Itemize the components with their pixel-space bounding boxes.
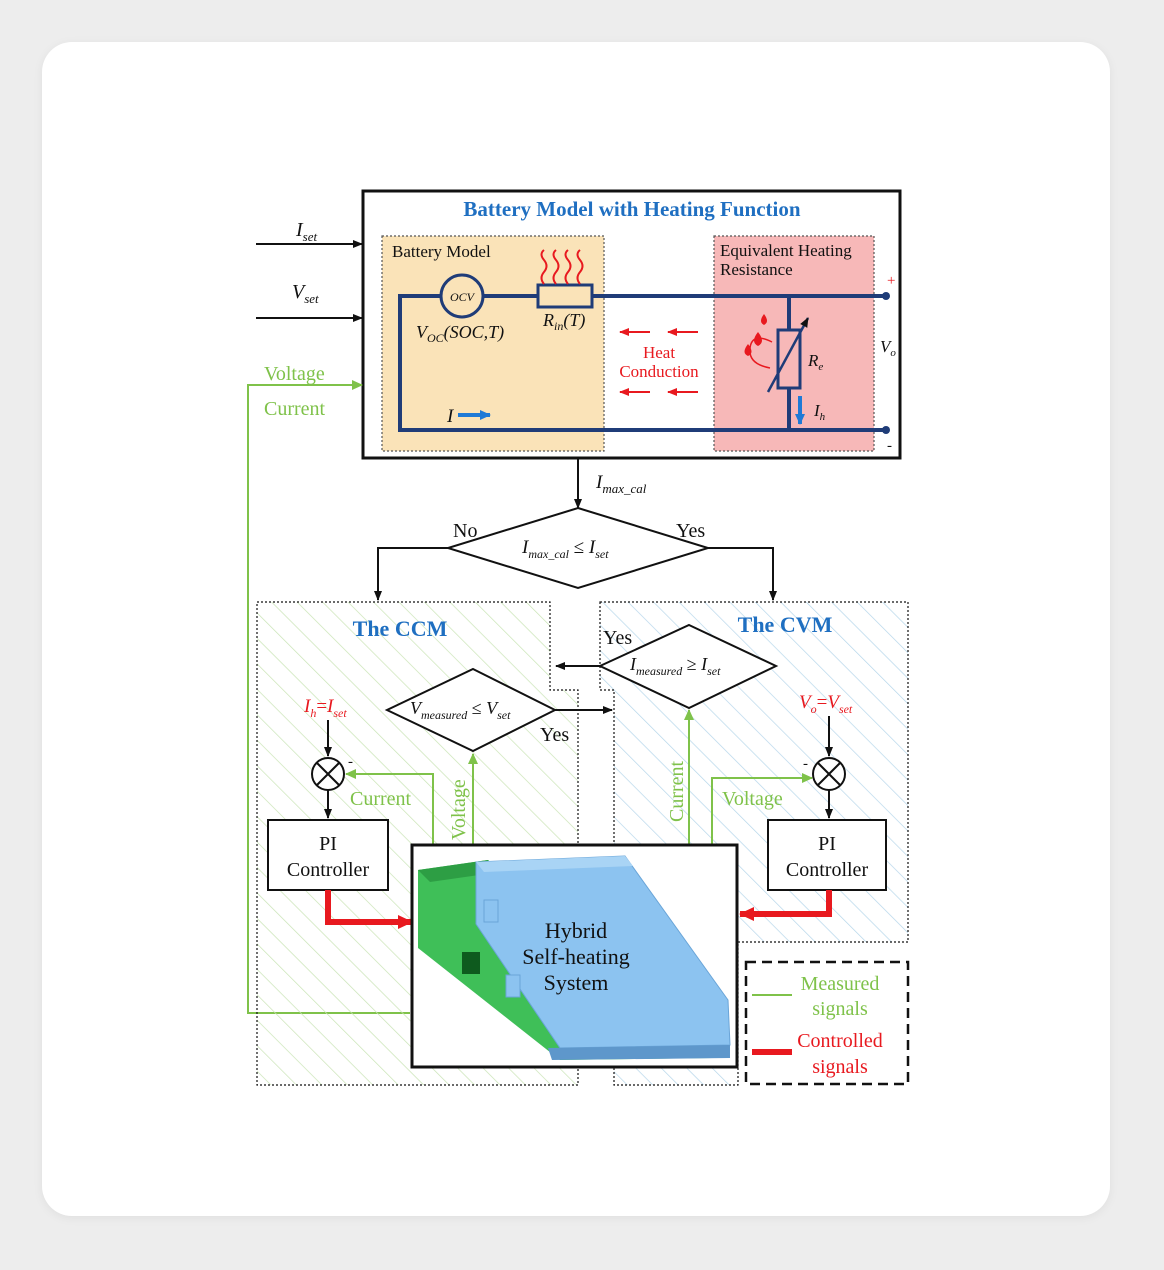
decision-top-no: No <box>453 520 477 542</box>
ccm-controller-line1: PI <box>319 833 337 855</box>
hybrid-system: Hybrid Self-heating System <box>410 843 739 1069</box>
block-title: Battery Model with Heating Function <box>463 197 800 221</box>
cvm-voltage-label: Voltage <box>722 788 783 810</box>
terminal-minus <box>882 426 890 434</box>
terminal-plus <box>882 292 890 300</box>
no-branch-arrow <box>374 547 448 601</box>
ccm-title: The CCM <box>353 616 448 641</box>
system-label-2: Self-heating <box>522 944 630 969</box>
heat-conduction-label-2: Conduction <box>619 362 699 381</box>
ccm-current-label: Current <box>350 788 412 810</box>
cvm-minus-sign: - <box>803 756 808 772</box>
cvm-controller-line1: PI <box>818 833 836 855</box>
heat-wave-icon <box>540 249 584 285</box>
circuit-wires <box>398 294 886 432</box>
ccm-minus-sign: - <box>348 754 353 770</box>
battery-model-label: Battery Model <box>392 242 491 261</box>
cvm-summing-junction <box>812 757 846 791</box>
minus-sign: - <box>887 438 892 454</box>
current-label: I <box>446 406 455 427</box>
battery-model-block: Battery Model with Heating Function Batt… <box>361 189 902 460</box>
voc-label: VOC(SOC,T) <box>416 322 504 345</box>
i-set-label: Iset <box>295 219 318 244</box>
decision-top-yes: Yes <box>676 520 705 542</box>
ccm-controller-line2: Controller <box>287 859 370 881</box>
cvm-control-signal <box>739 890 832 921</box>
cvm-voltage-feedback <box>711 773 813 845</box>
ocv-label: OCV <box>450 290 476 304</box>
ocv-source <box>439 273 485 319</box>
ccm-decision <box>384 667 558 753</box>
yes-branch-arrow <box>708 547 777 601</box>
cvm-setpoint: Vo=Vset <box>799 692 853 716</box>
ccm-setpoint: Ih=Iset <box>303 696 347 720</box>
heat-conduction-label-1: Heat <box>643 343 675 362</box>
cvm-pi-controller <box>767 819 887 891</box>
system-label-3: System <box>544 970 609 995</box>
imax-label: Imax_cal <box>595 472 647 496</box>
system-label-1: Hybrid <box>545 918 607 943</box>
ccm-control-signal <box>325 890 413 929</box>
cvm-decision <box>597 623 779 710</box>
ccm-current-feedback <box>345 769 434 845</box>
ccm-summing-junction <box>311 757 345 791</box>
cvm-decision-text: Imeasured ≥ Iset <box>629 654 721 678</box>
rin-label: Rin(T) <box>542 310 585 333</box>
v-set-label: Vset <box>292 281 319 306</box>
legend-controlled-label-1: Controlled <box>797 1030 883 1052</box>
heating-resistance-label-2: Resistance <box>720 260 793 279</box>
heating-resistance-label-1: Equivalent Heating <box>720 241 852 260</box>
feedback-voltage-label: Voltage <box>264 363 325 385</box>
cvm-yes-label: Yes <box>603 627 632 649</box>
feedback-current-label: Current <box>264 398 326 420</box>
legend: Measured signals Controlled signals <box>744 960 910 1086</box>
internal-resistor <box>536 283 594 309</box>
decision-top-text: Imax_cal ≤ Iset <box>521 537 609 561</box>
ccm-yes-label: Yes <box>540 724 569 746</box>
variable-resistor-arrow <box>766 317 810 393</box>
cvm-controller-line2: Controller <box>786 859 869 881</box>
cvm-title: The CVM <box>738 612 833 637</box>
re-label: Re <box>807 351 823 373</box>
vo-label: Vo <box>880 337 896 359</box>
heat-conduction-arrows <box>619 328 698 396</box>
legend-measured-label-1: Measured <box>801 973 880 995</box>
battery-pack-illustration <box>418 855 731 1060</box>
ih-label: Ih <box>813 401 826 423</box>
legend-measured-label-2: signals <box>812 998 868 1020</box>
cvm-current-label: Current <box>666 760 688 822</box>
plus-sign: + <box>887 273 895 289</box>
ccm-voltage-label: Voltage <box>448 779 470 840</box>
legend-controlled-label-2: signals <box>812 1056 868 1078</box>
ccm-decision-text: Vmeasured ≤ Vset <box>410 698 511 722</box>
decision-top <box>444 506 712 590</box>
